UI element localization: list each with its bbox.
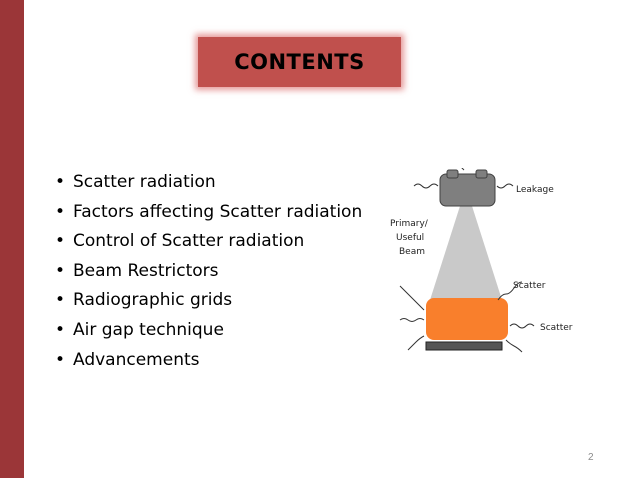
slide-title: CONTENTS xyxy=(234,50,365,74)
title-box: CONTENTS xyxy=(198,37,401,87)
image-receptor xyxy=(425,341,503,351)
list-item: Factors affecting Scatter radiation xyxy=(55,198,362,228)
leakage-arrow-up xyxy=(461,168,465,171)
leakage-label: Leakage xyxy=(516,185,554,195)
list-item: Radiographic grids xyxy=(55,286,362,316)
scatter-arrow-upper-right xyxy=(497,281,523,301)
list-item: Air gap technique xyxy=(55,316,362,346)
list-item: Advancements xyxy=(55,346,362,376)
scatter-arrow-left-upper xyxy=(399,285,425,311)
leakage-arrow-left xyxy=(413,183,439,189)
scatter-arrow-down-right xyxy=(505,339,523,353)
page-number: 2 xyxy=(588,452,594,463)
primary-label-line3: Beam xyxy=(399,247,425,257)
scatter-arrow-right xyxy=(509,323,535,329)
list-item: Scatter radiation xyxy=(55,168,362,198)
scatter-label-upper: Scatter xyxy=(513,281,546,291)
list-item: Control of Scatter radiation xyxy=(55,227,362,257)
primary-label-line1: Primary/ xyxy=(390,219,429,229)
scatter-radiation-diagram: Leakage Primary/ Useful Beam Scatter Sca… xyxy=(390,168,573,353)
contents-list: Scatter radiation Factors affecting Scat… xyxy=(55,168,362,375)
primary-label-line2: Useful xyxy=(396,233,424,243)
scatter-arrow-left-lower xyxy=(407,335,425,351)
primary-beam xyxy=(430,206,502,300)
patient-object xyxy=(426,298,508,340)
xray-tube xyxy=(439,173,496,207)
leakage-arrow-right xyxy=(496,183,514,189)
tube-knob-left xyxy=(446,169,459,179)
list-item: Beam Restrictors xyxy=(55,257,362,287)
tube-knob-right xyxy=(475,169,488,179)
scatter-label-right: Scatter xyxy=(540,323,573,333)
scatter-arrow-left xyxy=(399,318,425,322)
left-accent-bar xyxy=(0,0,24,478)
